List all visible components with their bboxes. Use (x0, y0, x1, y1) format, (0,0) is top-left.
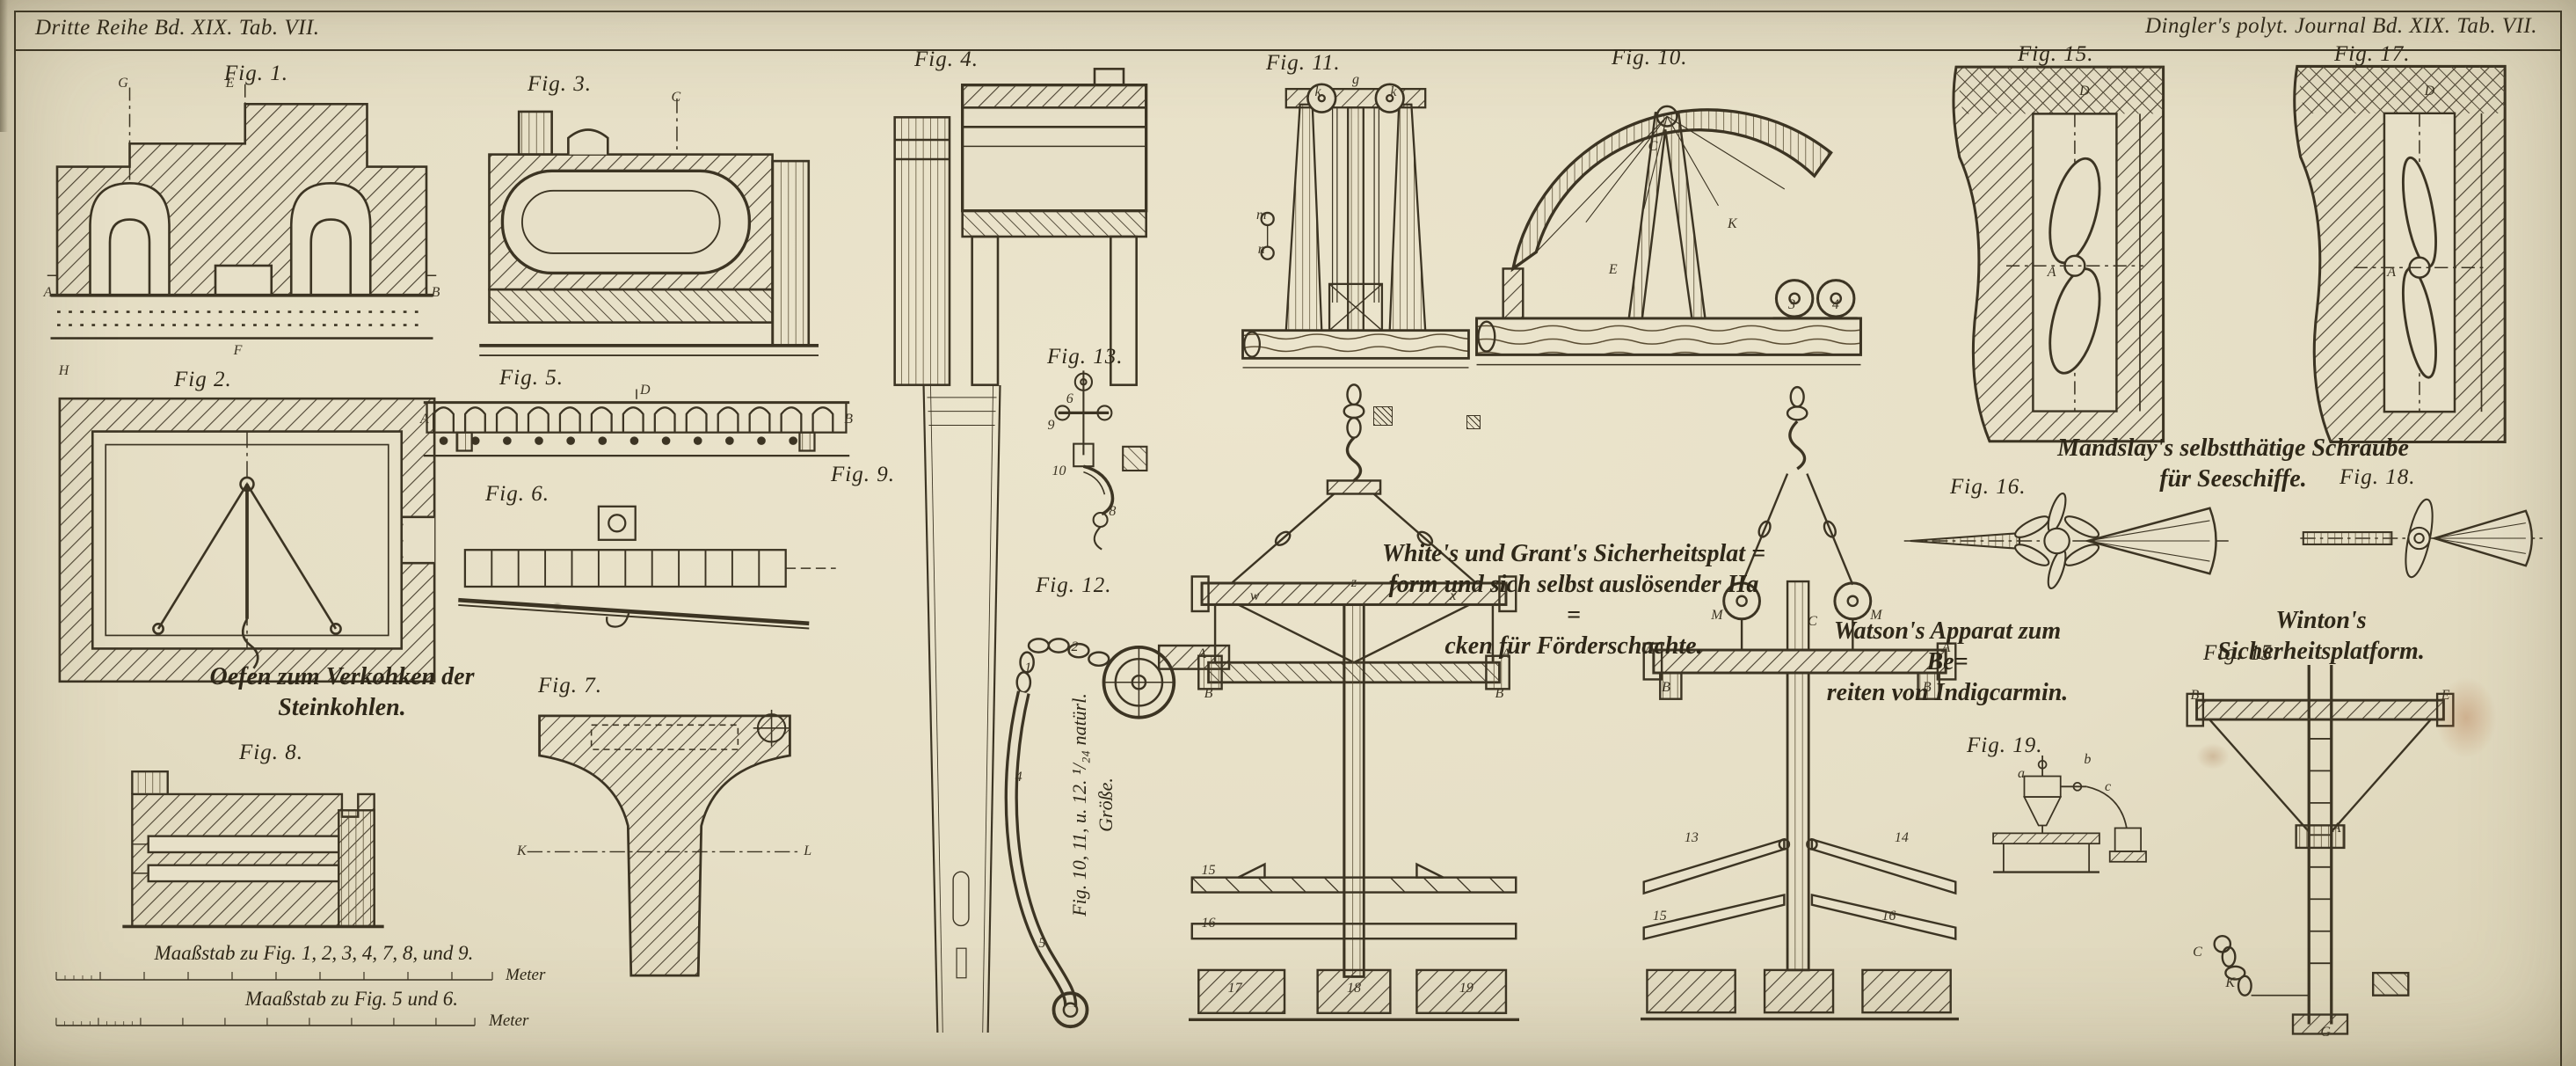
size-note: Fig. 10, 11, u. 12. ¹/₂₄ natürl. Größe. (1066, 646, 1119, 963)
fig1-label: Fig. 1. (224, 62, 288, 85)
platform-left-engraving (1189, 383, 1519, 1022)
fig8-engraving (122, 770, 384, 929)
plate-series-title: Dritte Reihe Bd. XIX. Tab. VII. (35, 16, 320, 40)
caption-watson: Watson's Apparat zum Be= reiten von Indi… (1811, 616, 2084, 708)
fig13-engraving (1054, 370, 1148, 551)
caption-whites: White's und Grant's Sicherheitsplat = fo… (1380, 538, 1767, 661)
scale2-ruler-graphic (55, 1018, 476, 1026)
fig7-engraving (527, 709, 803, 977)
caption-oefen-line2: Steinkohlen. (278, 694, 406, 721)
caption-whites-line1: White's und Grant's Sicherheitsplat = (1381, 540, 1766, 567)
size-note-line2: Größe. (1095, 778, 1117, 832)
fig4-label: Fig. 4. (914, 47, 979, 71)
fig9-engraving (922, 384, 1001, 1033)
fig15-bottom-label: Fig. 15. (2203, 641, 2280, 665)
plate-journal-title: Dingler's polyt. Journal Bd. XIX. Tab. V… (2144, 14, 2537, 38)
header-divider (14, 49, 2562, 51)
caption-mandslay-line1: Mandslay's selbstthätige Schraube (2057, 434, 2409, 462)
fig5-engraving (423, 389, 850, 457)
fig18-engraving (2300, 498, 2544, 579)
fig11-label: Fig. 11. (1266, 51, 1341, 75)
fig6-label: Fig. 6. (485, 482, 549, 506)
fig6-engraving (458, 505, 836, 630)
fig16-screw-shaft (1892, 492, 2244, 590)
scale1-caption: Maaßstab zu Fig. 1, 2, 3, 4, 7, 8, und 9… (154, 942, 474, 964)
fig1-engraving (47, 84, 437, 340)
fig12-engraving (1004, 638, 1231, 1029)
fig15-bottom-engraving (2186, 665, 2455, 1035)
fig3-label: Fig. 3. (528, 72, 592, 96)
fig19-engraving (1992, 755, 2147, 873)
fig2-label: Fig 2. (174, 368, 232, 391)
fig4-headframe (872, 68, 1162, 386)
fig11-engraving (1241, 83, 1470, 369)
fig13-label: Fig. 13. (1047, 345, 1124, 369)
fig9-label: Fig. 9. (831, 463, 895, 486)
fig10-label: Fig. 10. (1612, 46, 1688, 69)
scale1-ruler (55, 967, 494, 989)
scale2-unit: Meter (489, 1011, 529, 1030)
ink-detail-square (1373, 406, 1393, 426)
fig19-label: Fig. 19. (1967, 734, 2043, 757)
fig4-engraving (893, 68, 1148, 386)
scan-edge-shadow (0, 0, 8, 132)
caption-watson-line2: reiten von Indigcarmin. (1826, 679, 2069, 706)
caption-oefen: Oefen zum Verkohken der Steinkohlen. (166, 661, 518, 723)
fig16-label: Fig. 16. (1950, 475, 2027, 499)
scale2-ruler (55, 1013, 477, 1034)
ink-detail-square (1466, 415, 1481, 429)
fig15-top-engraving (1952, 65, 2165, 443)
scale2-caption: Maaßstab zu Fig. 5 und 6. (244, 988, 459, 1010)
fig18-label: Fig. 18. (2340, 465, 2416, 489)
scan-corner-shadow (0, 1026, 62, 1066)
fig5-label: Fig. 5. (499, 366, 564, 390)
fig9-guide-shaft (897, 384, 1029, 1033)
fig16-engraving (1903, 492, 2232, 590)
fig2-engraving (58, 397, 436, 683)
fig12-label: Fig. 12. (1036, 573, 1112, 597)
caption-mandslay-line2: für Seeschiffe. (2159, 465, 2307, 493)
fig8-oven-section (116, 762, 390, 943)
fig7-label: Fig. 7. (538, 674, 602, 697)
scale1-ruler-graphic (55, 972, 493, 981)
caption-watson-line1: Watson's Apparat zum Be= (1833, 617, 2062, 675)
caption-whites-line2: form und sich selbst auslösender Ha = (1388, 571, 1759, 629)
caption-winton: Winton's Sicherheitsplatform. (2217, 607, 2425, 665)
fig2-furnace-plan (49, 389, 445, 691)
fig3-engraving (479, 98, 819, 357)
caption-mandslay: Mandslay's selbstthätige Schraube für Se… (2053, 433, 2413, 494)
fig8-label: Fig. 8. (239, 741, 303, 764)
fig15-top-label: Fig. 15. (2018, 42, 2094, 66)
fig17-label: Fig. 17. (2334, 42, 2411, 66)
fig3-boiler-section: C (469, 90, 832, 385)
scale1-unit: Meter (506, 966, 546, 984)
platform-right-engraving (1641, 385, 1959, 1021)
fig18-screw-side (2296, 493, 2548, 584)
caption-whites-line3: cken für Förderschachte. (1444, 632, 1703, 660)
fig17-engraving (2293, 64, 2507, 443)
size-note-line1: Fig. 10, 11, u. 12. ¹/₂₄ natürl. (1068, 693, 1090, 916)
caption-oefen-line1: Oefen zum Verkohken der (209, 663, 475, 690)
fig10-engraving (1475, 105, 1862, 366)
fig6-grate-plan (454, 503, 840, 637)
plate-border (14, 11, 2562, 1066)
